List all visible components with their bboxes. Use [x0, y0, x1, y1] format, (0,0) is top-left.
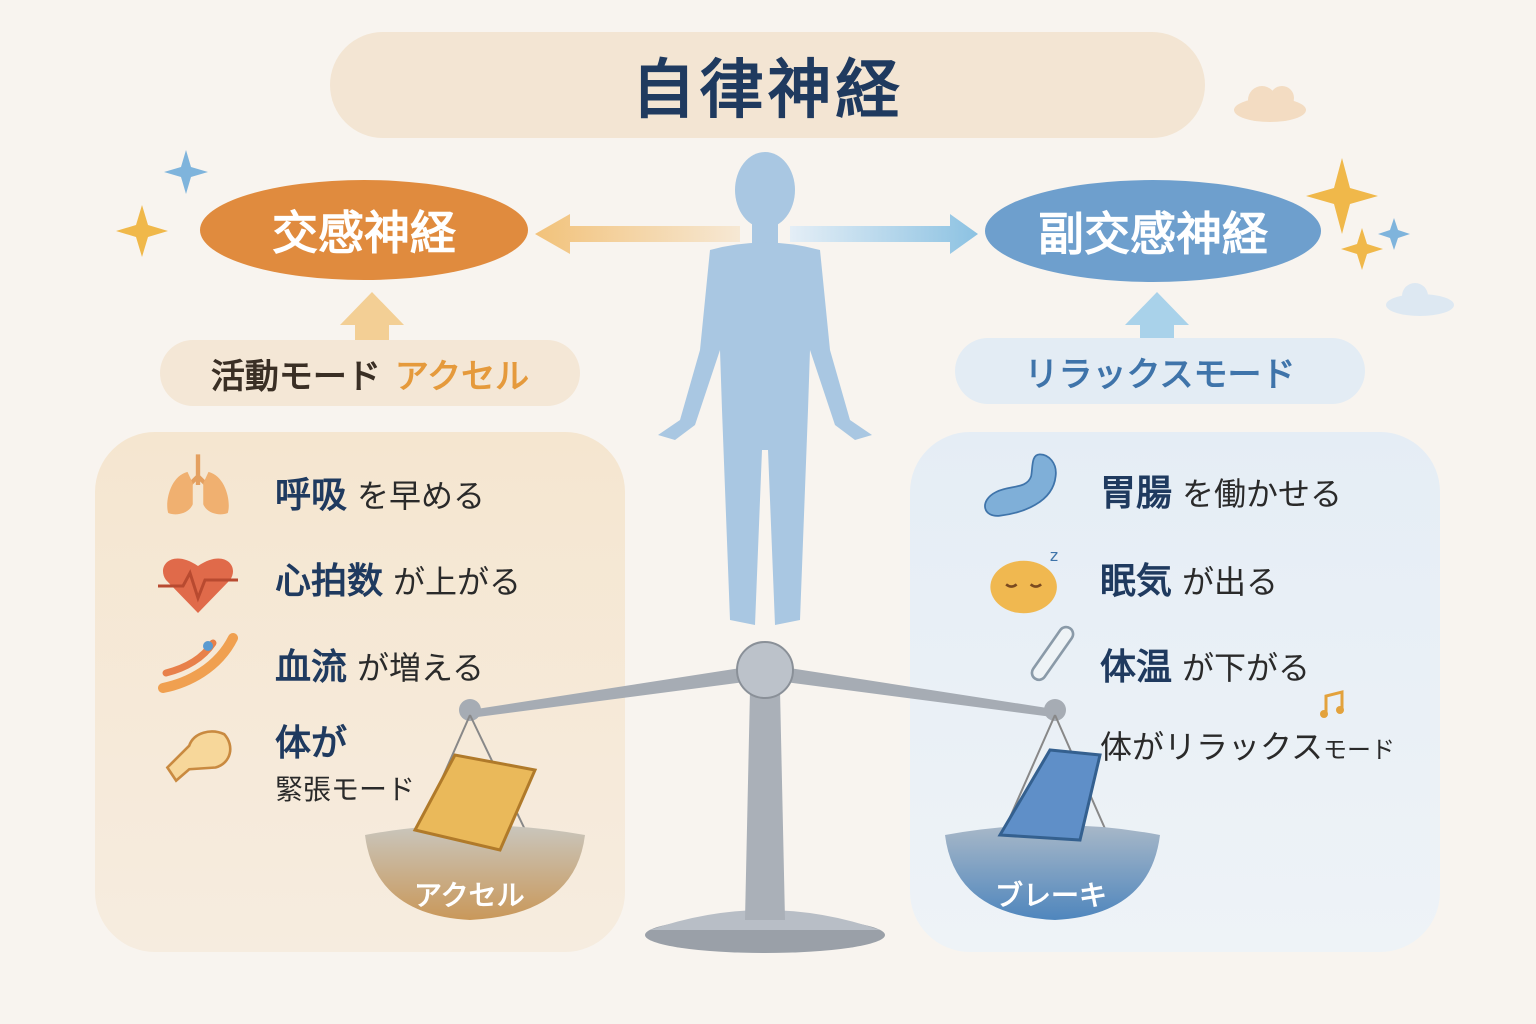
accelerator-text: アクセル [394, 356, 530, 397]
arrow-up-right [1125, 292, 1189, 338]
page-title: 自律神経 [631, 54, 904, 128]
arrow-right [790, 214, 978, 254]
title-banner: 自律神経 [330, 32, 1205, 138]
brake-pedal-label: ブレーキ [995, 879, 1108, 912]
relax-mode-pill: リラックスモード [955, 338, 1365, 404]
accelerator-pedal-label: アクセル [414, 879, 525, 912]
balance-scale [365, 641, 1160, 953]
arrow-left [535, 214, 740, 254]
heart-icon [158, 558, 238, 613]
svg-text:z: z [1050, 546, 1058, 565]
effect-item: 心拍数が上がる [275, 561, 522, 602]
effect-item: 体が緊張モード [275, 723, 416, 806]
arrow-up-left [340, 292, 404, 340]
effect-item: 胃腸を働かせる [1100, 473, 1343, 514]
thermometer-icon [1030, 625, 1075, 682]
parasympathetic-nerve-label: 副交感神経 [985, 180, 1321, 282]
effect-item: 呼吸を早める [275, 475, 486, 516]
active-mode-text: 活動モード [210, 356, 381, 397]
music-note-icon [1320, 690, 1344, 718]
effect-item: 血流が増える [275, 647, 485, 688]
active-mode-pill: 活動モード アクセル [160, 340, 580, 406]
lungs-icon [167, 454, 229, 515]
fist-icon [165, 730, 232, 783]
relax-mode-text: リラックスモード [1024, 354, 1296, 395]
blood-flow-icon [158, 633, 238, 693]
effect-item: 眠気が出る [1100, 561, 1279, 602]
sleepy-face-icon: z [990, 546, 1058, 614]
accelerator-pedal-icon [412, 753, 538, 852]
effect-item: 体がリラックスモード [1100, 728, 1396, 766]
brake-pedal-icon [997, 748, 1102, 842]
stomach-icon [984, 453, 1057, 517]
sympathetic-nerve-label: 交感神経 [200, 180, 528, 280]
human-body-figure [658, 152, 872, 625]
effect-item: 体温が下がる [1100, 647, 1311, 688]
